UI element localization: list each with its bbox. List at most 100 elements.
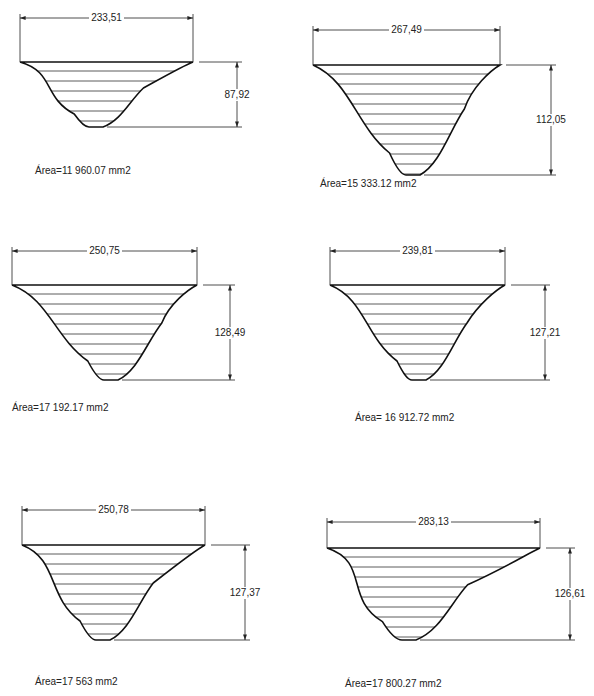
width-dimension: 239,81 [400, 245, 435, 257]
hatch-line [12, 324, 197, 325]
hatch-line [330, 354, 505, 355]
hatch-line [12, 354, 197, 355]
area-note: Área=17 192.17 mm2 [12, 402, 108, 414]
profile-outline [22, 545, 205, 640]
hatch-line [12, 364, 197, 365]
extension-line [122, 380, 235, 381]
hatch-line [313, 134, 500, 135]
hatch-line [22, 604, 205, 605]
profile-outline [12, 285, 197, 380]
hatch-line [330, 324, 505, 325]
hatch-line [327, 597, 540, 598]
hatch-line [12, 314, 197, 315]
hatch-line [330, 364, 505, 365]
hatching [20, 71, 193, 121]
extension-line [205, 506, 206, 545]
hatch-line [12, 374, 197, 375]
extension-line [500, 26, 501, 65]
hatch-line [20, 91, 193, 92]
hatch-line [330, 374, 505, 375]
hatch-line [330, 314, 505, 315]
hatch-line [12, 294, 197, 295]
extension-line [313, 26, 314, 65]
hatch-line [327, 587, 540, 588]
extension-line [424, 175, 556, 176]
extension-line [430, 380, 550, 381]
hatch-line [20, 121, 193, 122]
extension-line [420, 640, 575, 641]
area-note: Área=15 333.12 mm2 [320, 178, 416, 190]
hatch-line [330, 334, 505, 335]
hatch-line [12, 334, 197, 335]
profile-outline [313, 65, 500, 175]
hatch-line [22, 584, 205, 585]
hatch-line [330, 344, 505, 345]
width-dimension: 233,51 [89, 12, 124, 24]
extension-line [20, 14, 21, 62]
hatch-line [330, 304, 505, 305]
hatch-line [327, 627, 540, 628]
extension-line [12, 247, 13, 285]
hatch-line [313, 74, 500, 75]
hatch-line [327, 577, 540, 578]
extension-line [506, 65, 556, 66]
extension-line [505, 247, 506, 285]
extension-line [330, 247, 331, 285]
extension-line [540, 518, 541, 548]
hatch-line [22, 554, 205, 555]
hatch-line [327, 617, 540, 618]
hatch-line [22, 594, 205, 595]
profile-outline [327, 548, 540, 640]
width-dimension: 250,75 [87, 245, 122, 257]
hatch-line [20, 71, 193, 72]
hatch-line [313, 114, 500, 115]
area-note: Área=11 960.07 mm2 [35, 165, 131, 177]
extension-line [22, 506, 23, 545]
hatching [327, 557, 540, 637]
hatching [12, 294, 197, 374]
area-note: Área=17 800.27 mm2 [345, 678, 441, 690]
hatch-line [327, 607, 540, 608]
hatch-line [12, 344, 197, 345]
width-dimension: 250,78 [96, 504, 131, 516]
hatch-line [22, 614, 205, 615]
hatch-line [327, 637, 540, 638]
extension-line [107, 127, 242, 128]
hatch-line [313, 154, 500, 155]
hatch-line [22, 634, 205, 635]
extension-line [193, 14, 194, 62]
hatch-line [313, 164, 500, 165]
hatch-line [330, 294, 505, 295]
height-dimension: 112,05 [534, 114, 568, 126]
hatch-line [313, 144, 500, 145]
width-dimension: 283,13 [416, 516, 451, 528]
height-dimension: 127,37 [228, 587, 263, 599]
area-note: Área=17 563 mm2 [35, 676, 118, 688]
hatch-line [313, 124, 500, 125]
area-note: Área= 16 912.72 mm2 [355, 412, 454, 424]
hatch-line [327, 567, 540, 568]
extension-line [546, 548, 575, 549]
extension-line [199, 62, 242, 63]
extension-line [511, 285, 550, 286]
extension-line [114, 640, 250, 641]
profile-outline [330, 285, 505, 380]
height-dimension: 87,92 [222, 89, 251, 101]
height-dimension: 128,49 [213, 327, 248, 339]
hatch-line [327, 557, 540, 558]
extension-line [327, 518, 328, 548]
hatch-line [313, 84, 500, 85]
extension-line [211, 545, 250, 546]
hatch-line [20, 111, 193, 112]
hatching [22, 554, 205, 634]
height-dimension: 127,21 [528, 327, 563, 339]
hatch-line [22, 624, 205, 625]
width-dimension: 267,49 [389, 24, 424, 36]
height-dimension: 126,61 [553, 588, 588, 600]
profile-outline [20, 62, 193, 127]
extension-line [197, 247, 198, 285]
hatch-line [20, 101, 193, 102]
hatch-line [313, 104, 500, 105]
